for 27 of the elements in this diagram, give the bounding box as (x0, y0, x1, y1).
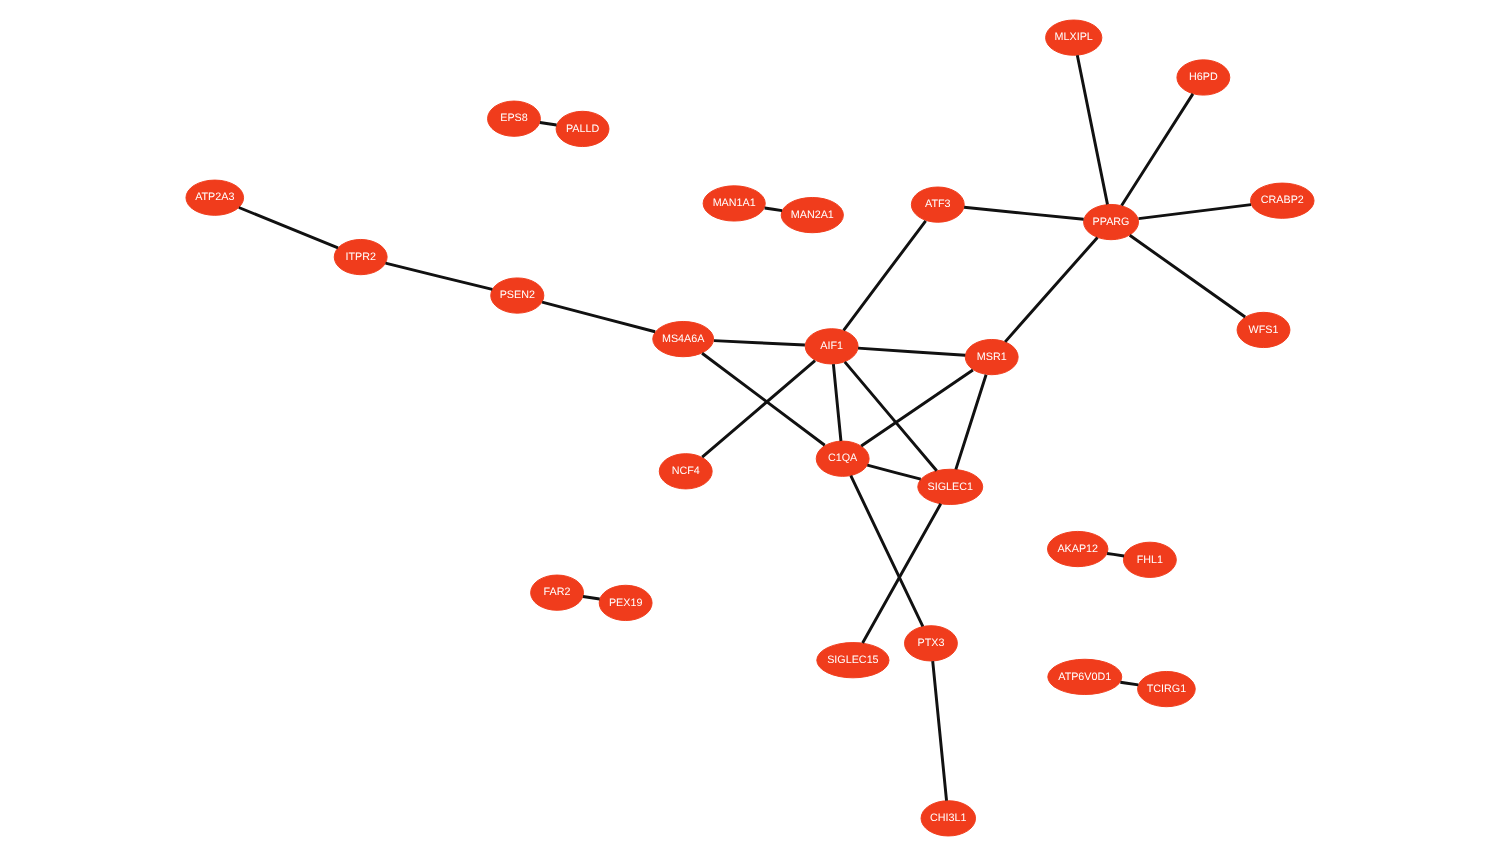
connector (539, 121, 557, 127)
connector (860, 368, 974, 448)
connector (861, 503, 943, 644)
connector (831, 364, 843, 442)
connector (238, 206, 339, 250)
connector (1120, 680, 1139, 687)
connector (1128, 234, 1246, 319)
connector (541, 300, 656, 334)
connector (842, 219, 927, 332)
connector (849, 475, 925, 627)
connector (931, 661, 948, 801)
connector (857, 346, 966, 357)
connector (1120, 93, 1195, 207)
connector (764, 206, 783, 213)
connector (385, 261, 493, 291)
connector (1138, 203, 1252, 221)
connector (582, 595, 600, 601)
connector (843, 360, 938, 472)
connector (867, 463, 922, 481)
connector (701, 359, 816, 459)
connector (701, 352, 826, 447)
connector (954, 374, 988, 470)
connector (713, 339, 805, 347)
connector (1106, 551, 1125, 558)
connector (1004, 236, 1099, 343)
connector (1075, 55, 1109, 205)
connector (963, 205, 1084, 221)
